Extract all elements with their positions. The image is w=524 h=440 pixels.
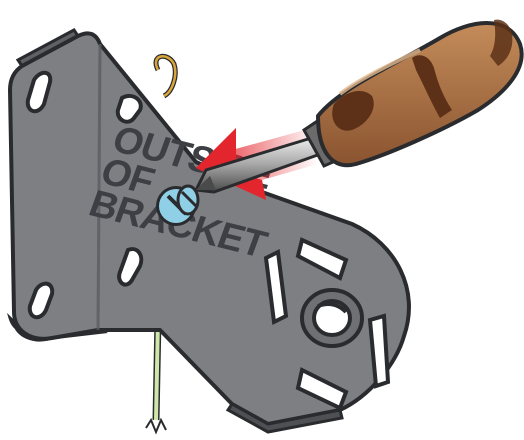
screwdriver-icon	[196, 20, 522, 192]
